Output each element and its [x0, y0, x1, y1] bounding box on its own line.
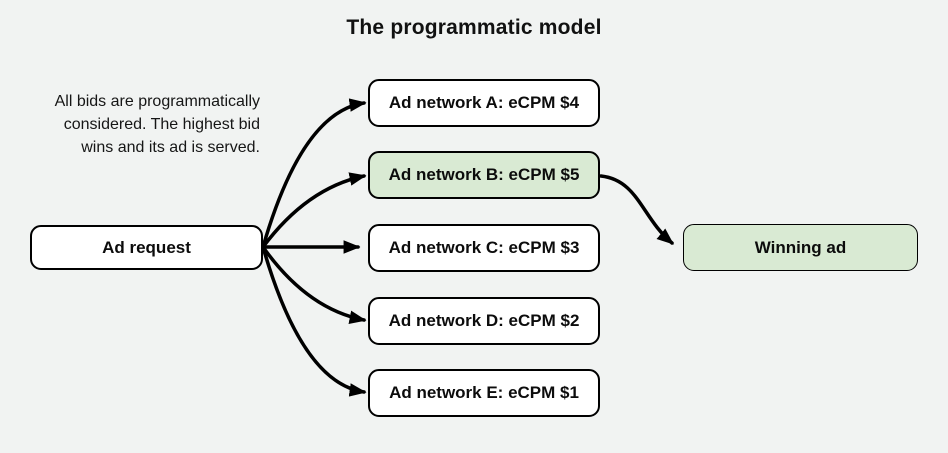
description-line: wins and its ad is served.: [81, 139, 260, 156]
node-label: Ad network C: eCPM $3: [388, 238, 580, 257]
node-ad-request: Ad request: [30, 225, 263, 270]
description-text: All bids are programmatically considered…: [14, 90, 260, 159]
page-title: The programmatic model: [346, 16, 602, 39]
description-line: considered. The highest bid: [63, 116, 260, 133]
arrow-request-to-network-e: [261, 245, 367, 397]
node-label: Ad network B: eCPM $5: [388, 165, 580, 184]
node-label: Ad network D: eCPM $2: [388, 311, 580, 330]
node-ad-network-a: Ad network A: eCPM $4: [368, 79, 600, 127]
node-ad-network-d: Ad network D: eCPM $2: [368, 297, 600, 345]
node-label: Ad request: [102, 237, 191, 257]
node-ad-network-c: Ad network C: eCPM $3: [368, 224, 600, 272]
node-ad-network-e: Ad network E: eCPM $1: [368, 369, 600, 417]
node-label: Ad network A: eCPM $4: [388, 93, 580, 112]
description-line: All bids are programmatically: [54, 93, 260, 110]
arrow-request-to-network-d: [261, 245, 367, 324]
node-label: Winning ad: [754, 237, 847, 257]
node-ad-network-b: Ad network B: eCPM $5: [368, 151, 600, 199]
arrow-network-b-to-winner: [599, 174, 674, 245]
arrow-request-to-network-b: [261, 172, 367, 249]
node-label: Ad network E: eCPM $1: [389, 383, 579, 402]
node-winning-ad: Winning ad: [683, 224, 918, 271]
arrow-request-to-network-a: [261, 98, 367, 249]
